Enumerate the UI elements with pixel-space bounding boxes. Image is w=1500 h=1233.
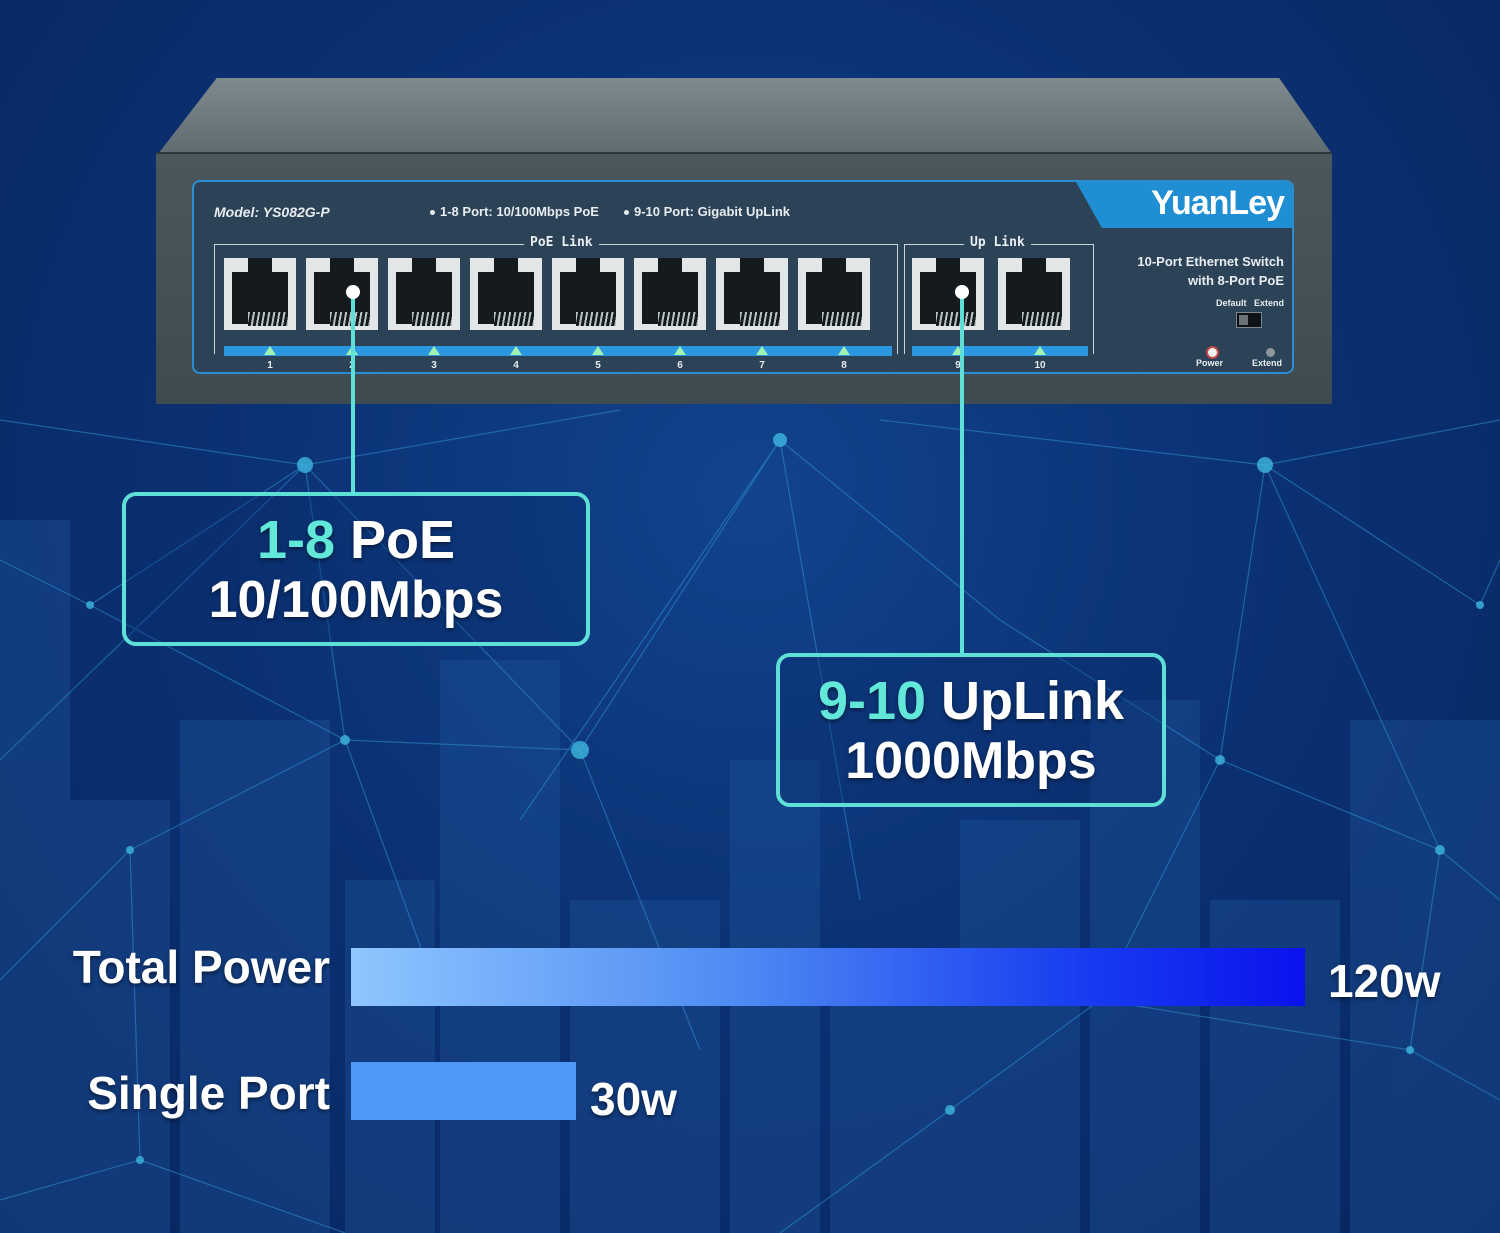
port-led-icon bbox=[1034, 346, 1046, 355]
ethernet-port-7 bbox=[716, 258, 788, 330]
city-skyline bbox=[0, 520, 1500, 1233]
single-port-track bbox=[351, 1062, 1305, 1120]
total-power-label: Total Power bbox=[72, 941, 330, 993]
uplink-callout-title: 9-10 UpLink bbox=[780, 671, 1162, 731]
product-description: 10-Port Ethernet Switch with 8-Port PoE bbox=[1137, 252, 1284, 290]
port-pins bbox=[740, 312, 780, 326]
spec-poe: 1-8 Port: 10/100Mbps PoE bbox=[430, 204, 599, 219]
poe-callout-range: 1-8 bbox=[256, 510, 335, 570]
port-pins bbox=[412, 312, 452, 326]
port-number: 5 bbox=[595, 360, 601, 371]
spec-uplink: 9-10 Port: Gigabit UpLink bbox=[624, 204, 790, 219]
mode-toggle-switch[interactable] bbox=[1236, 312, 1262, 328]
port-number: 6 bbox=[677, 360, 683, 371]
switch-top-surface bbox=[158, 78, 1332, 154]
port-number: 1 bbox=[267, 360, 273, 371]
poe-connector-dot bbox=[346, 285, 360, 299]
port-pins bbox=[494, 312, 534, 326]
port-socket bbox=[1006, 258, 1062, 326]
port-socket bbox=[396, 258, 452, 326]
port-led-icon bbox=[264, 346, 276, 355]
port-led-icon bbox=[428, 346, 440, 355]
port-led-icon bbox=[592, 346, 604, 355]
total-power-track bbox=[351, 948, 1305, 1006]
port-socket bbox=[232, 258, 288, 326]
poe-group-title: PoE Link bbox=[524, 235, 599, 250]
port-number: 10 bbox=[1034, 360, 1046, 371]
port-socket bbox=[724, 258, 780, 326]
ethernet-port-1 bbox=[224, 258, 296, 330]
bullet-icon bbox=[430, 210, 435, 216]
product-description-line-1: 10-Port Ethernet Switch bbox=[1137, 254, 1284, 269]
network-nodes bbox=[86, 433, 1484, 1164]
port-pins bbox=[658, 312, 698, 326]
total-power-bar bbox=[351, 948, 1305, 1006]
ethernet-port-4 bbox=[470, 258, 542, 330]
default-label: Default bbox=[1216, 298, 1247, 308]
uplink-group-title: Up Link bbox=[964, 235, 1031, 250]
ethernet-port-8 bbox=[798, 258, 870, 330]
total-power-value: 120w bbox=[1328, 955, 1441, 1007]
switch-front-panel: YuanLey Model: YS082G-P 1-8 Port: 10/100… bbox=[192, 180, 1294, 374]
ethernet-port-9 bbox=[912, 258, 984, 330]
uplink-connector-line bbox=[960, 292, 964, 654]
port-led-icon bbox=[510, 346, 522, 355]
port-pins bbox=[936, 312, 976, 326]
spec-uplink-text: 9-10 Port: Gigabit UpLink bbox=[634, 204, 791, 219]
port-led-icon bbox=[952, 346, 964, 355]
uplink-callout: 9-10 UpLink 1000Mbps bbox=[776, 653, 1166, 807]
port-socket bbox=[314, 258, 370, 326]
model-label: Model: YS082G-P bbox=[214, 204, 330, 220]
single-port-value: 30w bbox=[590, 1073, 677, 1125]
port-socket bbox=[920, 258, 976, 326]
poe-callout-type: PoE bbox=[350, 510, 456, 570]
port-number: 9 bbox=[955, 360, 961, 371]
port-led-icon bbox=[838, 346, 850, 355]
port-socket bbox=[642, 258, 698, 326]
single-port-label: Single Port bbox=[87, 1067, 330, 1119]
extend-indicator-icon bbox=[1266, 348, 1275, 357]
bullet-icon bbox=[624, 210, 629, 216]
port-socket bbox=[806, 258, 862, 326]
port-number: 3 bbox=[431, 360, 437, 371]
power-indicator-label: Power bbox=[1196, 358, 1224, 368]
uplink-callout-type: UpLink bbox=[941, 671, 1125, 731]
poe-callout-speed: 10/100Mbps bbox=[208, 571, 504, 629]
power-indicator-icon bbox=[1208, 348, 1217, 357]
port-led-icon bbox=[756, 346, 768, 355]
poe-callout: 1-8 PoE 10/100Mbps bbox=[122, 492, 590, 646]
port-pins bbox=[1022, 312, 1062, 326]
ethernet-port-5 bbox=[552, 258, 624, 330]
port-socket bbox=[478, 258, 534, 326]
uplink-callout-speed: 1000Mbps bbox=[845, 732, 1097, 790]
ethernet-port-6 bbox=[634, 258, 706, 330]
uplink-led-strip bbox=[912, 346, 1088, 356]
single-port-power-bar bbox=[351, 1062, 576, 1120]
brand-logo: YuanLey bbox=[1151, 184, 1285, 222]
poe-connector-line bbox=[351, 292, 355, 494]
port-pins bbox=[248, 312, 288, 326]
spec-poe-text: 1-8 Port: 10/100Mbps PoE bbox=[440, 204, 599, 219]
uplink-connector-dot bbox=[955, 285, 969, 299]
uplink-callout-range: 9-10 bbox=[817, 671, 927, 731]
port-led-icon bbox=[674, 346, 686, 355]
port-socket bbox=[560, 258, 616, 326]
port-pins bbox=[576, 312, 616, 326]
ethernet-port-10 bbox=[998, 258, 1070, 330]
extend-indicator-label: Extend bbox=[1252, 358, 1283, 368]
port-pins bbox=[330, 312, 370, 326]
extend-switch-label: Extend bbox=[1254, 298, 1285, 308]
brand-plate bbox=[1076, 182, 1292, 228]
port-pins bbox=[822, 312, 862, 326]
port-number: 8 bbox=[841, 360, 847, 371]
port-number: 4 bbox=[513, 360, 519, 371]
port-number: 7 bbox=[759, 360, 765, 371]
ethernet-port-2 bbox=[306, 258, 378, 330]
product-description-line-2: with 8-Port PoE bbox=[1187, 273, 1284, 288]
ethernet-port-3 bbox=[388, 258, 460, 330]
poe-callout-title: 1-8 PoE bbox=[126, 510, 586, 570]
poe-led-strip bbox=[224, 346, 892, 356]
